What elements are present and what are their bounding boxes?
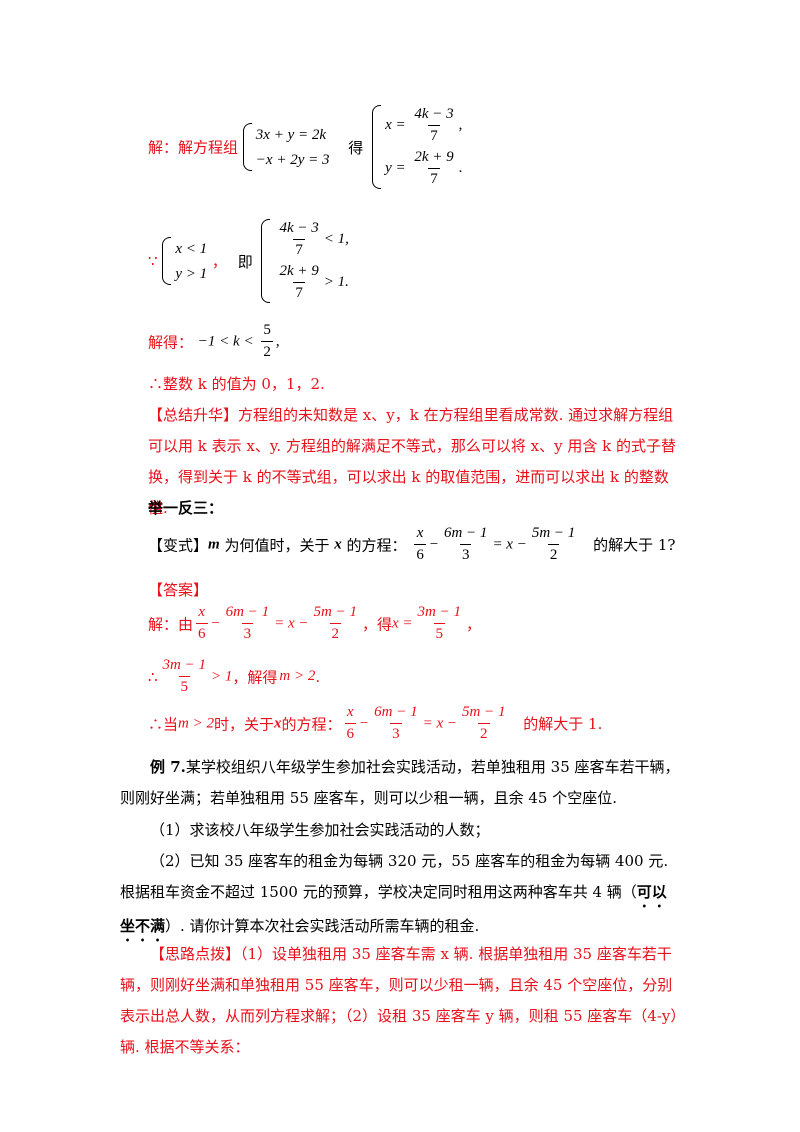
- system-eq-1: 3x + y = 2k: [255, 126, 327, 143]
- system-eq-2: −x + 2y = 3: [255, 151, 330, 168]
- condition-y: y > 1: [175, 265, 208, 282]
- hint-paragraph: 【思路点拨】（1）设单独租用 35 座客车需 x 辆. 根据单独租用 35 座客…: [120, 939, 680, 1063]
- solution-step-1: 解：解方程组 3x + y = 2k −x + 2y = 3 得 x = 4k …: [148, 104, 462, 190]
- variant-tag: 【变式】: [148, 536, 209, 555]
- ji-text: 即: [237, 252, 253, 271]
- emphasis-text: 可以坐不满: [120, 883, 667, 935]
- conclusion-line: ∴整数 k 的值为 0，1，2.: [148, 375, 325, 393]
- because-symbol: ∵: [148, 252, 158, 270]
- k-range: −1 < k <: [197, 333, 254, 350]
- summary-tag: 【总结升华】: [148, 406, 239, 424]
- example-text: 某学校组织八年级学生参加社会实践活动，若单独租用 35 座客车若干辆，则刚好坐满…: [120, 758, 680, 807]
- question-2: （2）已知 35 座客车的租金为每辆 320 元，55 座客车的租金为每辆 40…: [120, 852, 669, 935]
- example-7: 例 7.某学校组织八年级学生参加社会实践活动，若单独租用 35 座客车若干辆，则…: [120, 752, 680, 814]
- example-label: 例 7.: [150, 758, 186, 776]
- answer-tag: 【答案】: [148, 581, 209, 599]
- system-brace-1: 3x + y = 2k −x + 2y = 3: [242, 122, 330, 172]
- condition-brace: x < 1 y > 1: [162, 236, 207, 286]
- summary-paragraph: 【总结升华】方程组的未知数是 x、y，k 在方程组里看成常数. 通过求解方程组可…: [148, 400, 676, 524]
- solved-label: 解得：: [148, 333, 194, 352]
- hint-tag: 【思路点拨】: [150, 945, 241, 963]
- comma: ，: [211, 252, 227, 271]
- summary-text: 方程组的未知数是 x、y，k 在方程组里看成常数. 通过求解方程组可以用 k 表…: [148, 406, 676, 517]
- solution-label: 解：解方程组: [148, 138, 239, 157]
- question-1: （1）求该校八年级学生参加社会实践活动的人数；: [150, 821, 490, 839]
- hint-text: （1）设单独租用 35 座客车需 x 辆. 根据单独租用 35 座客车若干辆，则…: [120, 945, 678, 1056]
- practice-title: 举一反三：: [148, 499, 224, 517]
- de-text: 得: [348, 138, 364, 157]
- condition-x: x < 1: [175, 240, 208, 257]
